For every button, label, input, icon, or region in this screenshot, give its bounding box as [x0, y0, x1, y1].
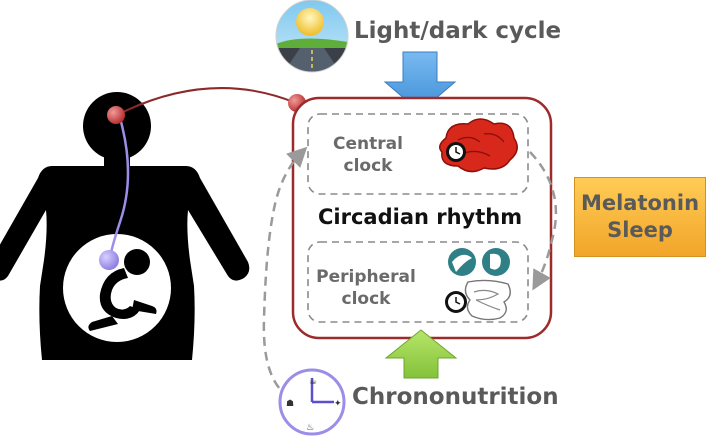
svg-text:✦: ✦ — [334, 399, 342, 409]
circadian-rhythm-label: Circadian rhythm — [318, 205, 523, 229]
nutrition-input-arrow — [384, 329, 458, 379]
placental-link-line — [108, 117, 130, 259]
fetus-node — [99, 250, 119, 270]
central-clock-label: Central clock — [322, 133, 414, 177]
svg-text:☕: ☕ — [309, 377, 317, 387]
svg-text:♨: ♨ — [306, 423, 314, 433]
peripheral-clock-box — [307, 241, 529, 323]
chrononutrition-label: Chrononutrition — [352, 384, 559, 410]
sun-road-landscape-icon — [275, 0, 349, 73]
central-clock-box — [307, 113, 529, 195]
central-clock-line1: Central — [333, 134, 403, 154]
svg-text:☗: ☗ — [286, 399, 294, 409]
melatonin-label: Melatonin — [580, 191, 700, 215]
fetus-icon — [88, 249, 157, 331]
light-dark-cycle-label: Light/dark cycle — [354, 18, 562, 44]
peripheral-clock-label: Peripheral clock — [310, 266, 422, 310]
chrono-to-central-arrow — [262, 146, 308, 400]
sleep-label: Sleep — [607, 218, 673, 242]
digestive-organs-clock-icon — [445, 248, 511, 321]
peripheral-clock-line1: Peripheral — [316, 267, 416, 287]
brain-link-line — [116, 87, 297, 116]
central-to-peripheral-arrow — [529, 151, 558, 291]
head-node — [107, 106, 125, 124]
brain-clock-icon — [439, 118, 518, 173]
peripheral-clock-line2: clock — [341, 289, 391, 309]
meal-clock-icon: ☕ ✦ ☗ ♨ — [278, 368, 346, 436]
central-clock-line2: clock — [343, 156, 393, 176]
melatonin-sleep-box: Melatonin Sleep — [574, 177, 706, 257]
pregnant-woman-icon — [0, 92, 250, 360]
